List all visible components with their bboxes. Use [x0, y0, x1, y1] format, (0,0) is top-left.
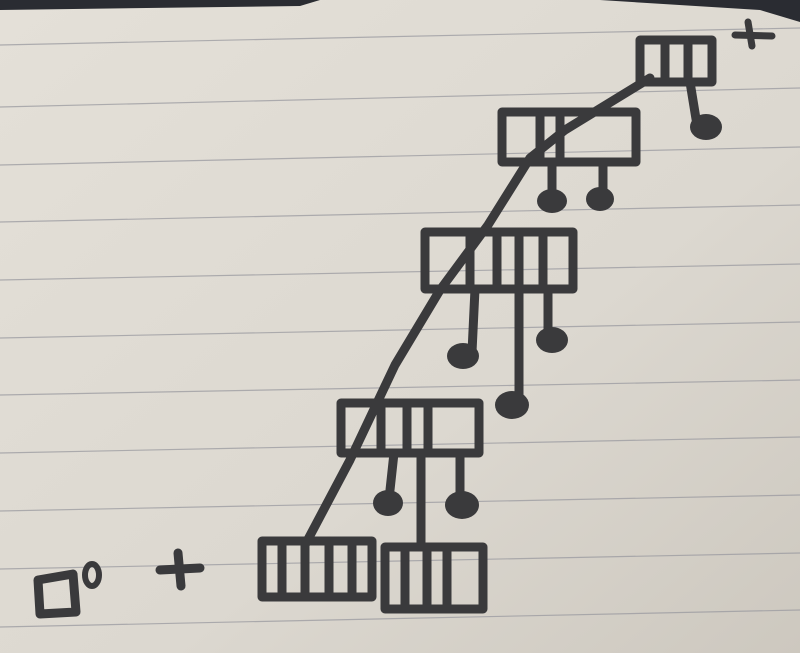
node-box-6 — [380, 542, 488, 614]
plus-mark-top — [731, 18, 776, 50]
table-edge-top-right — [600, 0, 800, 22]
table-edge-top — [0, 0, 320, 10]
node-box-4 — [336, 398, 484, 550]
note-head-2a — [537, 189, 567, 213]
note-head-top — [690, 114, 722, 140]
node-box-3 — [420, 227, 578, 403]
note-head-3c — [536, 327, 568, 353]
note-head-3a — [447, 343, 479, 369]
note-head-3b — [495, 391, 529, 419]
note-head-2b — [586, 187, 614, 211]
small-box-bottom-left — [33, 561, 102, 619]
note-head-4b — [445, 491, 479, 519]
ruled-lines — [0, 27, 800, 628]
node-box-5 — [257, 536, 377, 602]
note-head-4a — [373, 490, 403, 516]
plus-mark-bottom — [155, 548, 205, 591]
